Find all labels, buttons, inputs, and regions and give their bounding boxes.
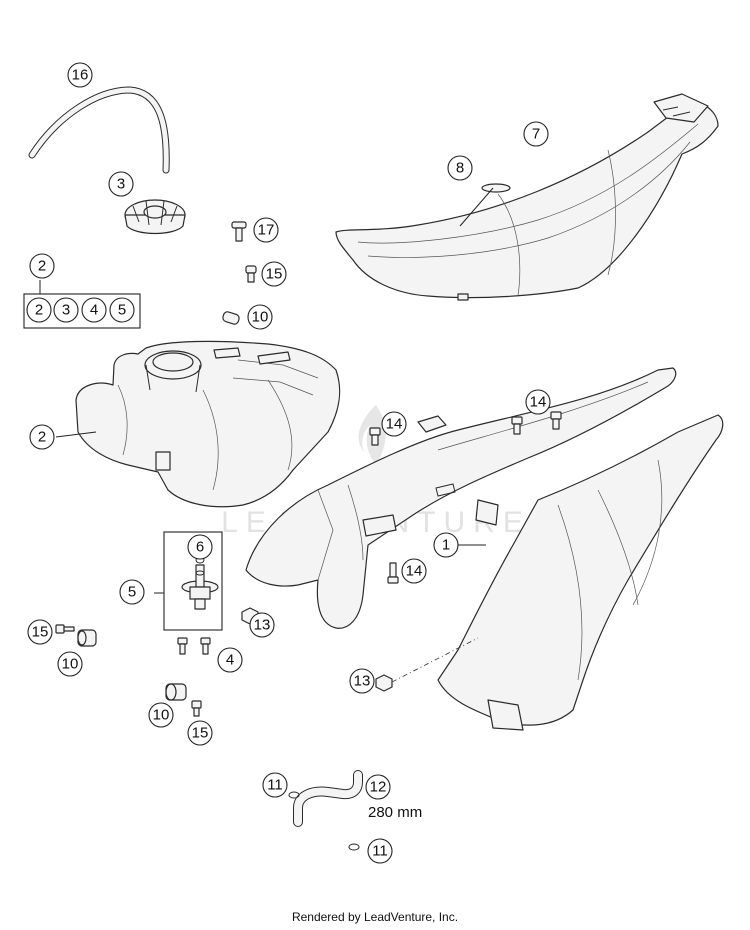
group-box-5	[163, 531, 223, 631]
screw-4	[177, 637, 211, 655]
callout-16[interactable]: 16	[67, 62, 93, 88]
svg-text:4: 4	[90, 302, 98, 319]
callout-14-lower[interactable]: 14	[401, 558, 427, 584]
shroud-right-1	[437, 414, 724, 731]
callout-15-left[interactable]: 15	[27, 619, 53, 645]
callout-3[interactable]: 3	[108, 171, 134, 197]
screw-15-lower	[191, 700, 202, 717]
leader-lines	[39, 187, 494, 594]
callout-5[interactable]: 5	[119, 579, 145, 605]
callout-13-right[interactable]: 13	[349, 668, 375, 694]
callout-15-top[interactable]: 15	[261, 261, 287, 287]
seat-7	[335, 93, 719, 301]
screw-14-upper	[369, 427, 381, 446]
screw-15-top	[245, 265, 257, 283]
screw-14-right	[511, 411, 562, 435]
svg-text:15: 15	[192, 725, 209, 742]
svg-text:17: 17	[258, 222, 275, 239]
callout-3-in-group[interactable]: 3	[53, 297, 79, 323]
callout-17[interactable]: 17	[253, 217, 279, 243]
vent-hose-16	[28, 86, 170, 174]
hose-clamp-11	[288, 791, 360, 851]
hose-length-label: 280 mm	[368, 804, 422, 821]
svg-text:6: 6	[196, 539, 204, 556]
svg-text:1: 1	[442, 537, 450, 554]
svg-text:8: 8	[456, 160, 464, 177]
callout-2-group[interactable]: 2	[29, 253, 55, 279]
callout-8[interactable]: 8	[447, 155, 473, 181]
fuel-tank-2	[75, 340, 341, 508]
callout-13-left[interactable]: 13	[249, 612, 275, 638]
callout-14-upper[interactable]: 14	[381, 411, 407, 437]
callout-7[interactable]: 7	[523, 121, 549, 147]
callout-2-tank[interactable]: 2	[29, 424, 55, 450]
svg-text:7: 7	[532, 126, 540, 143]
svg-text:15: 15	[266, 266, 283, 283]
callout-4[interactable]: 4	[217, 647, 243, 673]
svg-text:10: 10	[62, 656, 79, 673]
svg-text:11: 11	[267, 777, 283, 794]
svg-text:16: 16	[72, 67, 89, 84]
svg-text:10: 10	[252, 309, 269, 326]
svg-text:5: 5	[128, 584, 136, 601]
callout-5-in-group[interactable]: 5	[109, 297, 135, 323]
svg-text:15: 15	[32, 624, 49, 641]
svg-text:14: 14	[386, 416, 403, 433]
svg-text:2: 2	[38, 429, 46, 446]
callout-12[interactable]: 12	[365, 774, 391, 800]
svg-text:4: 4	[226, 652, 234, 669]
assembly-line-13	[391, 637, 479, 683]
spacer-10-lower	[165, 683, 187, 701]
svg-text:11: 11	[372, 843, 388, 860]
footer-credit: Rendered by LeadVenture, Inc.	[291, 910, 459, 924]
svg-text:3: 3	[62, 302, 70, 319]
svg-text:2: 2	[38, 258, 46, 275]
svg-text:14: 14	[406, 563, 423, 580]
spacer-10-top	[222, 311, 240, 325]
callout-1[interactable]: 1	[433, 532, 459, 558]
group-box-2	[23, 293, 141, 329]
callout-4-in-group[interactable]: 4	[81, 297, 107, 323]
spacer-10-left	[77, 629, 97, 647]
svg-text:10: 10	[153, 707, 170, 724]
callout-15-lower[interactable]: 15	[187, 720, 213, 746]
callout-10-lower[interactable]: 10	[148, 702, 174, 728]
callout-14-right[interactable]: 14	[525, 389, 551, 415]
fuel-hose-12	[293, 770, 363, 827]
svg-text:13: 13	[254, 617, 271, 634]
screw-17	[231, 221, 247, 242]
screw-14-lower	[387, 562, 399, 584]
svg-text:14: 14	[530, 394, 547, 411]
svg-text:5: 5	[118, 302, 126, 319]
parts-diagram: LEADVENTURE	[18, 60, 734, 865]
callout-6[interactable]: 6	[187, 534, 213, 560]
callout-10-top[interactable]: 10	[247, 304, 273, 330]
svg-text:12: 12	[370, 779, 387, 796]
callout-10-left[interactable]: 10	[57, 651, 83, 677]
screw-15-left	[55, 624, 75, 634]
svg-text:13: 13	[354, 673, 371, 690]
callout-2-in-group[interactable]: 2	[26, 297, 52, 323]
fuel-pump-5	[181, 564, 219, 610]
fuel-cap-3	[124, 199, 186, 235]
svg-text:3: 3	[117, 176, 125, 193]
callout-11-upper[interactable]: 11	[262, 772, 288, 798]
callout-11-lower[interactable]: 11	[367, 838, 393, 864]
nut-13-right	[375, 674, 393, 692]
svg-text:2: 2	[35, 302, 43, 319]
shroud-left-1	[245, 367, 677, 629]
